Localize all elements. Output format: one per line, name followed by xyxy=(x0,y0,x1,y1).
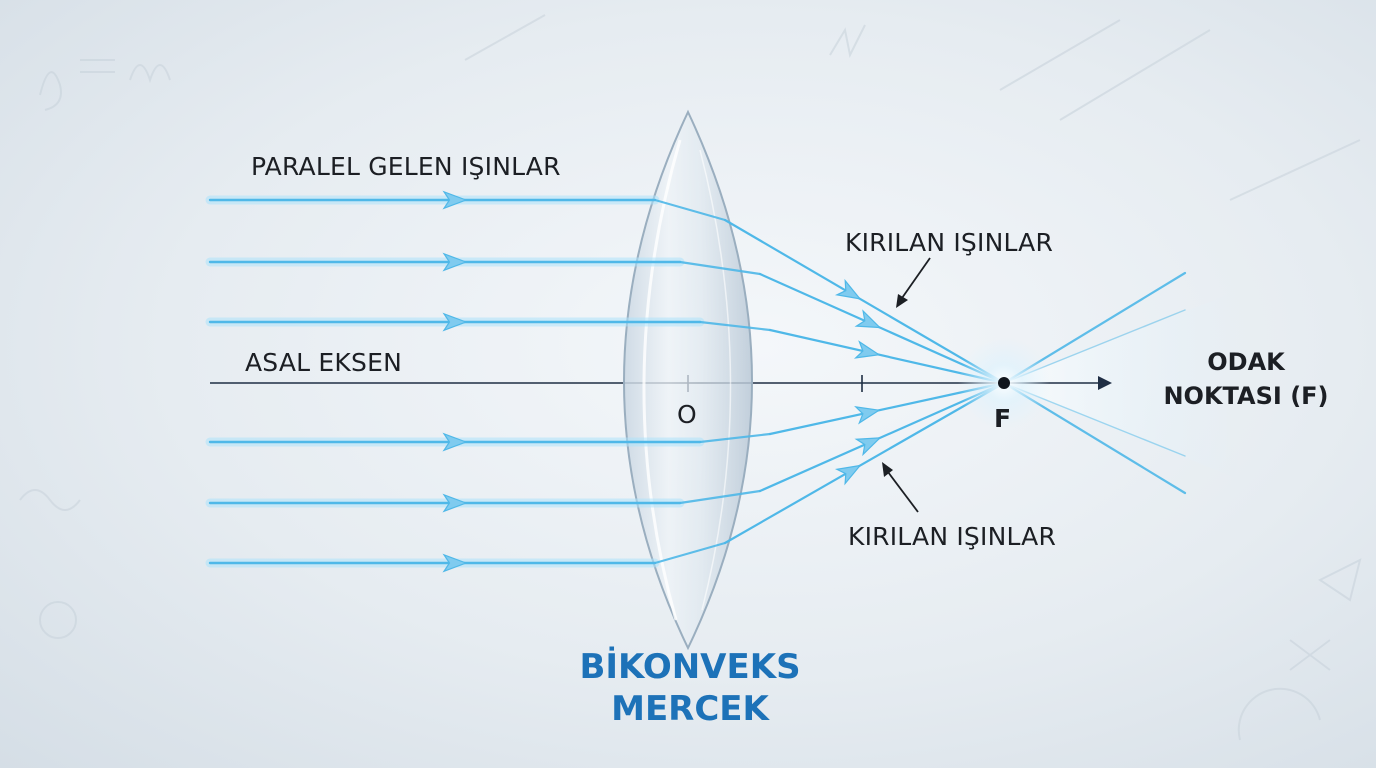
lens-ray-4 xyxy=(698,432,772,444)
focus-title-line1: ODAK xyxy=(1207,348,1285,376)
incoming-rays-label: PARALEL GELEN IŞINLAR xyxy=(251,152,561,181)
diverging-beams xyxy=(1004,290,1240,480)
incoming-ray-arrow-5 xyxy=(442,493,468,513)
focal-point-label: F xyxy=(994,404,1012,433)
incoming-ray-arrow-4 xyxy=(442,432,468,452)
focus-point-title: ODAK NOKTASI (F) xyxy=(1146,345,1346,413)
principal-axis-label: ASAL EKSEN xyxy=(245,348,402,377)
refracted-ray-arrow-4 xyxy=(854,406,881,425)
focal-glow xyxy=(958,337,1050,429)
refracted-ray-6 xyxy=(723,381,1006,545)
lens-title-line1: BİKONVEKS xyxy=(579,647,801,687)
incoming-ray-arrow-3 xyxy=(442,312,468,332)
lens-ray-2 xyxy=(678,260,762,276)
refracted-ray-arrow-5 xyxy=(854,437,882,457)
lens-ray-1 xyxy=(653,198,727,222)
refracted-ray-arrow-3 xyxy=(853,340,881,359)
lens-title: BİKONVEKS MERCEK xyxy=(540,646,840,730)
incoming-ray-arrow-2 xyxy=(442,252,468,272)
lens-ray-3 xyxy=(698,320,772,332)
annotation-arrow-top xyxy=(896,257,931,308)
lens-ray-6 xyxy=(653,541,727,565)
refracted-rays-label-bottom: KIRILAN IŞINLAR xyxy=(848,522,1057,551)
incoming-ray-arrow-1 xyxy=(442,190,468,210)
refracted-rays-label-top: KIRILAN IŞINLAR xyxy=(845,228,1054,257)
refracted-ray-arrow-1 xyxy=(834,278,862,300)
annotation-arrow-bottom xyxy=(882,462,919,513)
refracted-ray-arrow-2 xyxy=(854,309,882,329)
background-doodles xyxy=(19,14,1362,741)
lens-ray-5 xyxy=(678,489,762,505)
refracted-ray-1 xyxy=(723,218,1006,385)
lens-title-line2: MERCEK xyxy=(611,689,769,729)
incoming-ray-arrow-6 xyxy=(442,553,468,573)
biconvex-lens xyxy=(623,109,753,651)
refracted-ray-arrow-6 xyxy=(834,464,862,486)
focus-title-line2: NOKTASI (F) xyxy=(1163,382,1329,410)
optical-center-label: O xyxy=(677,400,697,429)
